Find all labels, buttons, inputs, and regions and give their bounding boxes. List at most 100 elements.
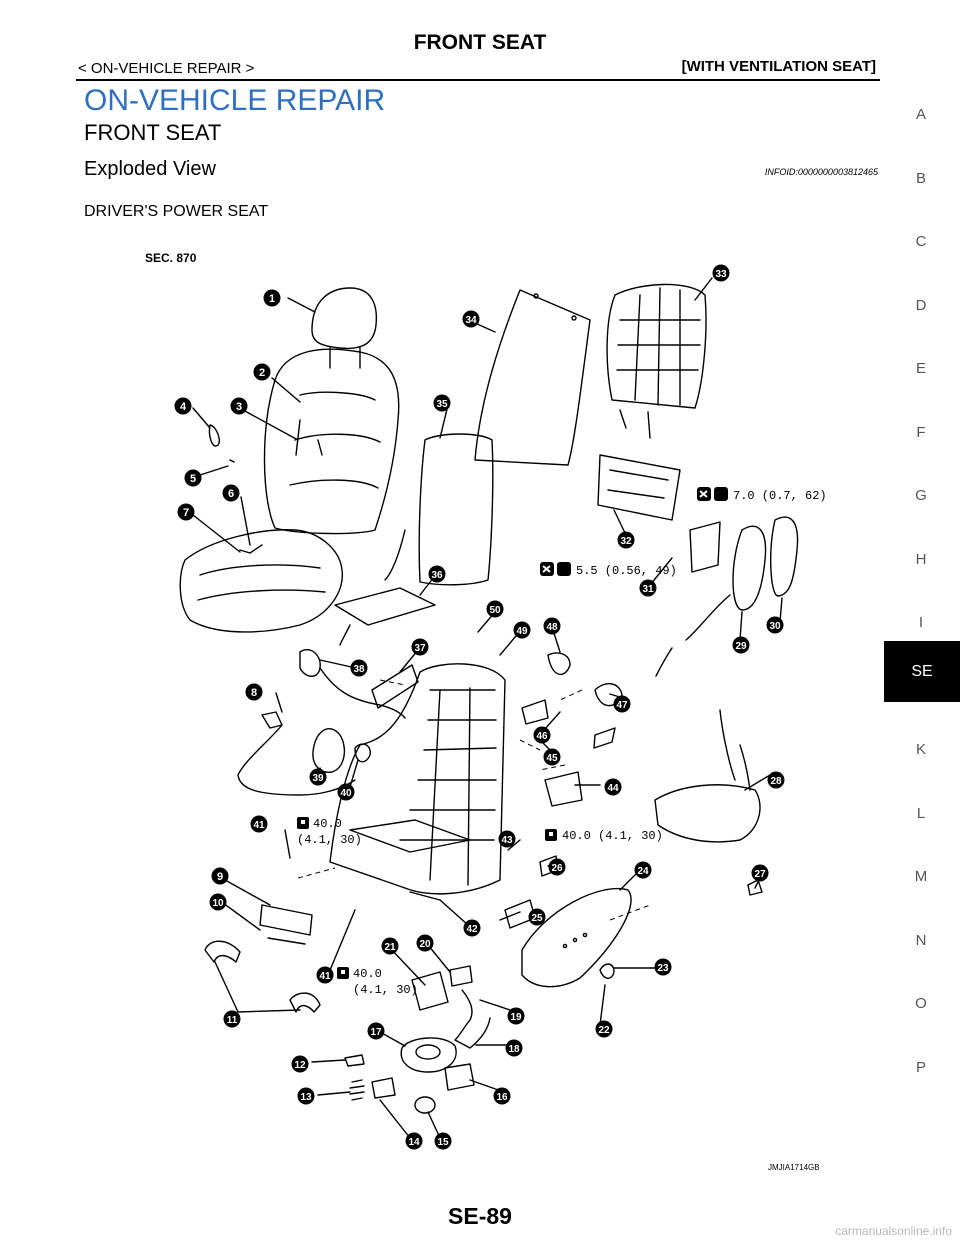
dashed-guides (297, 679, 651, 921)
callout-bubble (230, 397, 248, 415)
callout-bubble (654, 958, 672, 976)
side-index-l[interactable]: L (916, 804, 926, 822)
callout-40: 40 (337, 783, 355, 801)
side-index-d[interactable]: D (915, 296, 927, 314)
callout-17: 17 (367, 1022, 385, 1040)
callout-number: 41 (319, 971, 331, 982)
callout-number: 47 (616, 700, 628, 711)
side-index-i[interactable]: I (918, 614, 924, 631)
side-index-c[interactable]: C (915, 233, 927, 250)
callout-15: 15 (434, 1132, 452, 1150)
header-left-section: < ON-VEHICLE REPAIR > (78, 60, 255, 77)
callout-number: 42 (466, 924, 478, 935)
callout-5: 5 (184, 469, 202, 487)
callout-9: 9 (211, 867, 229, 885)
callout-bubble (732, 636, 750, 654)
callout-bubble (493, 1087, 511, 1105)
side-index-g[interactable]: G (915, 487, 927, 504)
callout-number: 3 (236, 401, 242, 413)
callout-number: 41 (253, 820, 265, 831)
callout-number: 7 (183, 507, 189, 519)
side-index-active-tab[interactable]: SE (884, 641, 960, 702)
side-index-b[interactable]: B (915, 169, 926, 187)
callout-21: 21 (381, 937, 399, 955)
callout-number: 8 (251, 687, 257, 699)
side-index-a[interactable]: A (915, 106, 926, 123)
callout-number: 28 (770, 776, 782, 787)
callout-bubble (751, 864, 769, 882)
motor-cover-39-drawing (312, 728, 346, 773)
callout-bubble (416, 934, 434, 952)
callout-number: 12 (294, 1060, 306, 1071)
cover-11-drawing (204, 940, 241, 963)
callout-bubble (250, 815, 268, 833)
callout-number: 29 (735, 641, 747, 652)
exploded-view-diagram: SEC. 870 7.0 (0.7, 62) 5.5 (0.56, 49) 40… (145, 251, 827, 1172)
callout-number: 22 (598, 1025, 610, 1036)
seat-cushion-drawing (179, 529, 344, 633)
callout-34: 34 (462, 310, 480, 328)
callout-42: 42 (463, 919, 481, 937)
side-index-e[interactable]: E (915, 360, 926, 377)
callout-29: 29 (732, 636, 750, 654)
callout-1: 1 (263, 289, 281, 307)
callout-number: 46 (536, 731, 548, 742)
callout-bubble (222, 484, 240, 502)
callout-bubble (767, 771, 785, 789)
harness-28-drawing (654, 784, 761, 843)
callout-37: 37 (411, 638, 429, 656)
side-index-f[interactable]: F (916, 423, 926, 441)
callout-number: 23 (657, 963, 669, 974)
callout-bubble (291, 1055, 309, 1073)
callout-number: 30 (769, 621, 781, 632)
callout-13: 13 (297, 1087, 315, 1105)
seatback-cushion-drawing (263, 348, 400, 535)
callout-36: 36 (428, 565, 446, 583)
callout-number: 48 (546, 622, 558, 633)
callout-bubble (223, 1010, 241, 1028)
callout-number: 37 (414, 643, 426, 654)
section-title: ON-VEHICLE REPAIR (84, 84, 386, 117)
callout-bubble (543, 617, 561, 635)
callout-18: 18 (505, 1039, 523, 1057)
figure-id: JMJIA1714GB (768, 1163, 820, 1172)
callout-bubble (533, 726, 551, 744)
callout-10: 10 (209, 893, 227, 911)
side-index-o[interactable]: O (915, 995, 927, 1012)
callout-number: 18 (508, 1044, 520, 1055)
side-index-p[interactable]: P (915, 1058, 926, 1076)
callout-bubble (486, 600, 504, 618)
callout-number: 2 (259, 367, 265, 379)
callout-number: 13 (300, 1092, 312, 1103)
callout-11: 11 (223, 1010, 241, 1028)
callout-bubble (245, 683, 263, 701)
callout-number: 1 (269, 293, 275, 305)
callout-bubble (462, 310, 480, 328)
side-index-n[interactable]: N (915, 931, 927, 949)
torque-label-5b: (4.1, 30) (353, 983, 418, 997)
callout-bubble (528, 908, 546, 926)
callout-31: 31 (639, 579, 657, 597)
callout-number: 36 (431, 570, 443, 581)
callout-number: 35 (436, 399, 448, 410)
callout-bubble (174, 397, 192, 415)
callout-number: 45 (546, 753, 558, 764)
side-index-h[interactable]: H (915, 550, 927, 568)
callout-28: 28 (767, 771, 785, 789)
callout-38: 38 (350, 659, 368, 677)
torque-icons (297, 487, 728, 979)
callout-3: 3 (230, 397, 248, 415)
callout-number: 20 (419, 939, 431, 950)
side-index-m[interactable]: M (914, 868, 928, 885)
side-index-k[interactable]: K (915, 741, 926, 758)
callout-number: 17 (370, 1027, 382, 1038)
callout-bubble (184, 469, 202, 487)
duct-18-drawing (454, 989, 491, 1049)
callout-bubble (639, 579, 657, 597)
torque-label-3a: 40.0 (313, 817, 342, 831)
cushion-heater-pad-drawing (334, 587, 436, 626)
callout-number: 6 (228, 488, 234, 500)
callout-2: 2 (253, 363, 271, 381)
callout-44: 44 (604, 778, 622, 796)
